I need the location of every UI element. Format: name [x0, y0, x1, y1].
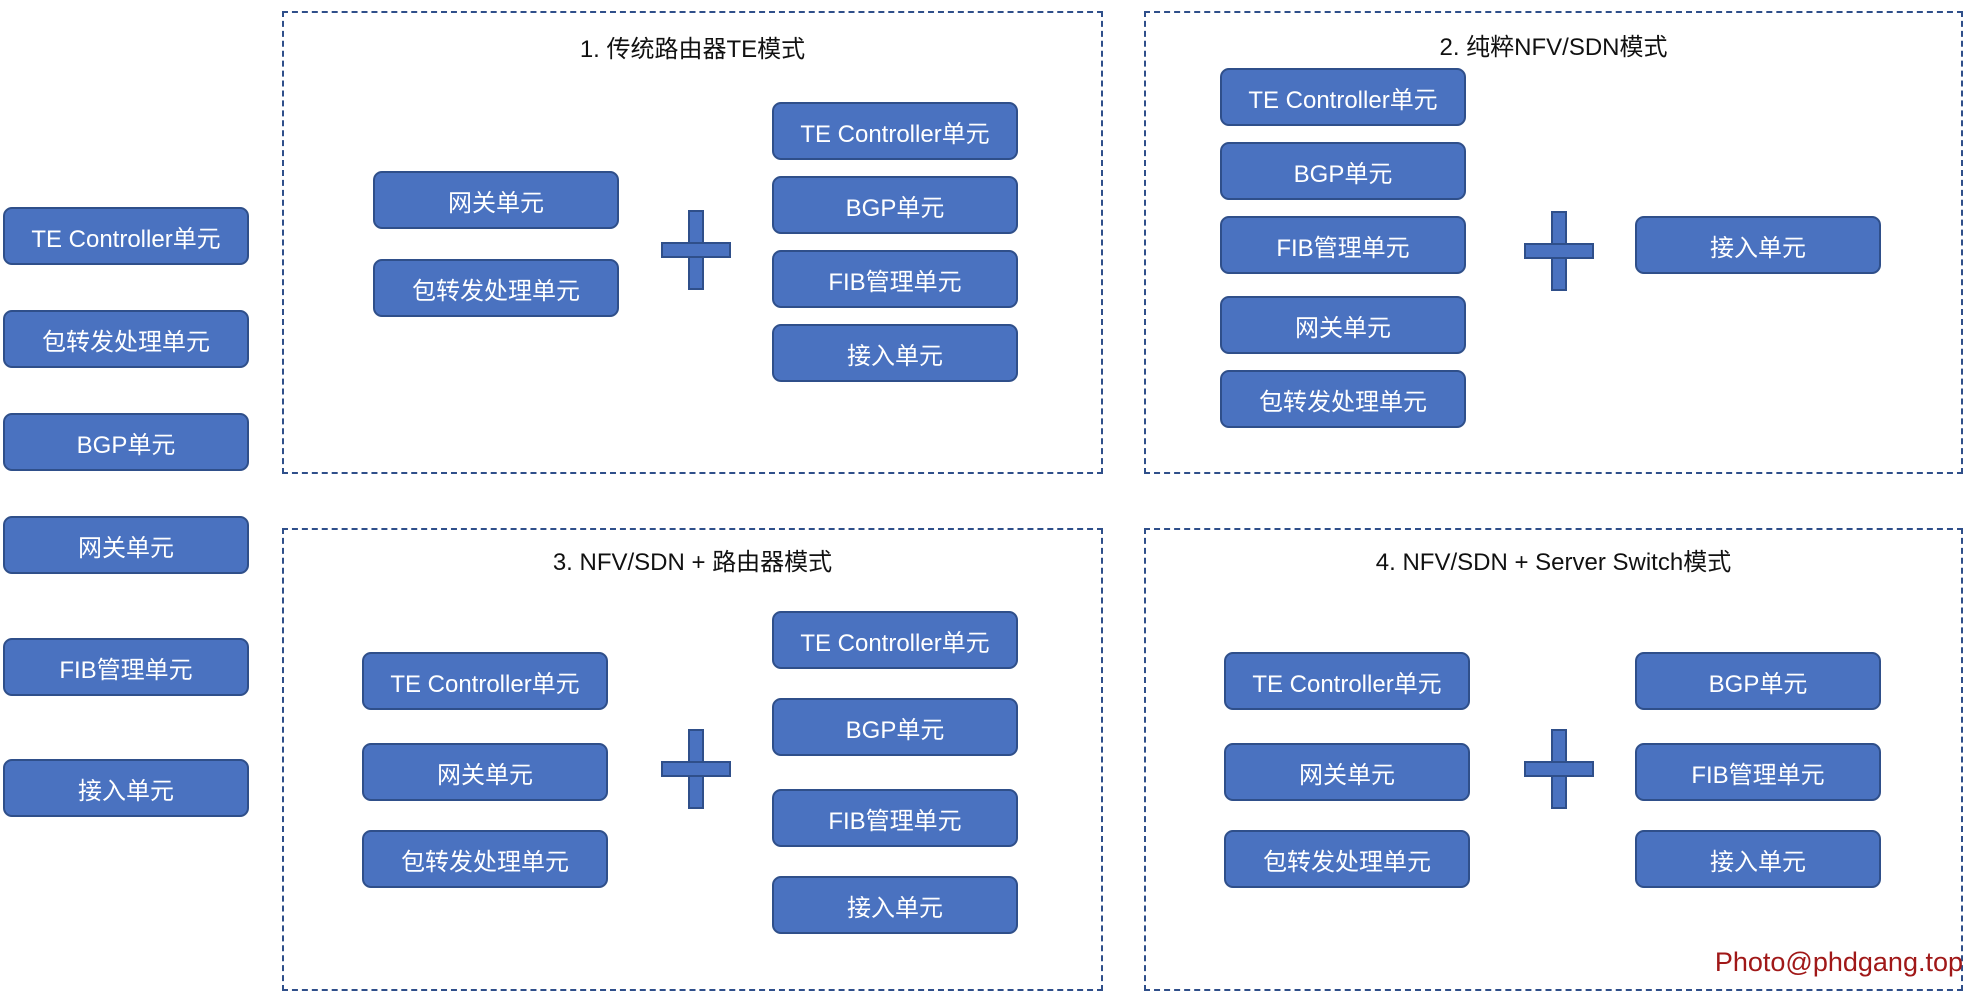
panel4-left-unit-gateway: 网关单元 — [1224, 743, 1470, 801]
panel-title: 4. NFV/SDN + Server Switch模式 — [1375, 549, 1732, 576]
plus-icon — [661, 210, 731, 290]
panel3-left-unit-te-controller: TE Controller单元 — [362, 652, 608, 710]
panel4-right-unit-fib-management: FIB管理单元 — [1635, 743, 1881, 801]
panel3-right-unit-access: 接入单元 — [772, 876, 1018, 934]
panel-pure-nfv-sdn: 2. 纯粹NFV/SDN模式 — [1144, 11, 1963, 474]
panel2-right-unit-access: 接入单元 — [1635, 216, 1881, 274]
panel2-left-unit-bgp: BGP单元 — [1220, 142, 1466, 200]
panel1-left-unit-gateway: 网关单元 — [373, 171, 619, 229]
panel-title: 1. 传统路由器TE模式 — [579, 36, 806, 63]
legend-unit-gateway: 网关单元 — [3, 516, 249, 574]
plus-icon — [1524, 211, 1594, 291]
legend-unit-bgp: BGP单元 — [3, 413, 249, 471]
panel2-left-unit-te-controller: TE Controller单元 — [1220, 68, 1466, 126]
plus-icon — [661, 729, 731, 809]
legend-unit-fib-management: FIB管理单元 — [3, 638, 249, 696]
panel4-right-unit-bgp: BGP单元 — [1635, 652, 1881, 710]
panel-nfv-sdn-router: 3. NFV/SDN + 路由器模式 — [282, 528, 1103, 991]
panel4-right-unit-access: 接入单元 — [1635, 830, 1881, 888]
panel1-right-unit-access: 接入单元 — [772, 324, 1018, 382]
panel-traditional-router-te: 1. 传统路由器TE模式 — [282, 11, 1103, 474]
panel4-left-unit-packet-forwarding: 包转发处理单元 — [1224, 830, 1470, 888]
legend-unit-packet-forwarding: 包转发处理单元 — [3, 310, 249, 368]
panel-title: 3. NFV/SDN + 路由器模式 — [552, 549, 833, 576]
panel1-right-unit-fib-management: FIB管理单元 — [772, 250, 1018, 308]
panel2-left-unit-packet-forwarding: 包转发处理单元 — [1220, 370, 1466, 428]
panel1-left-unit-packet-forwarding: 包转发处理单元 — [373, 259, 619, 317]
panel4-left-unit-te-controller: TE Controller单元 — [1224, 652, 1470, 710]
panel2-left-unit-gateway: 网关单元 — [1220, 296, 1466, 354]
panel3-right-unit-te-controller: TE Controller单元 — [772, 611, 1018, 669]
panel1-right-unit-te-controller: TE Controller单元 — [772, 102, 1018, 160]
panel1-right-unit-bgp: BGP单元 — [772, 176, 1018, 234]
panel3-right-unit-fib-management: FIB管理单元 — [772, 789, 1018, 847]
panel3-left-unit-packet-forwarding: 包转发处理单元 — [362, 830, 608, 888]
panel2-left-unit-fib-management: FIB管理单元 — [1220, 216, 1466, 274]
watermark: Photo@phdgang.top — [1714, 947, 1963, 977]
panel3-right-unit-bgp: BGP单元 — [772, 698, 1018, 756]
panel-nfv-sdn-server-switch: 4. NFV/SDN + Server Switch模式 — [1144, 528, 1963, 991]
legend-unit-access: 接入单元 — [3, 759, 249, 817]
panel3-left-unit-gateway: 网关单元 — [362, 743, 608, 801]
legend-unit-te-controller: TE Controller单元 — [3, 207, 249, 265]
panel-title: 2. 纯粹NFV/SDN模式 — [1439, 34, 1668, 61]
plus-icon — [1524, 729, 1594, 809]
